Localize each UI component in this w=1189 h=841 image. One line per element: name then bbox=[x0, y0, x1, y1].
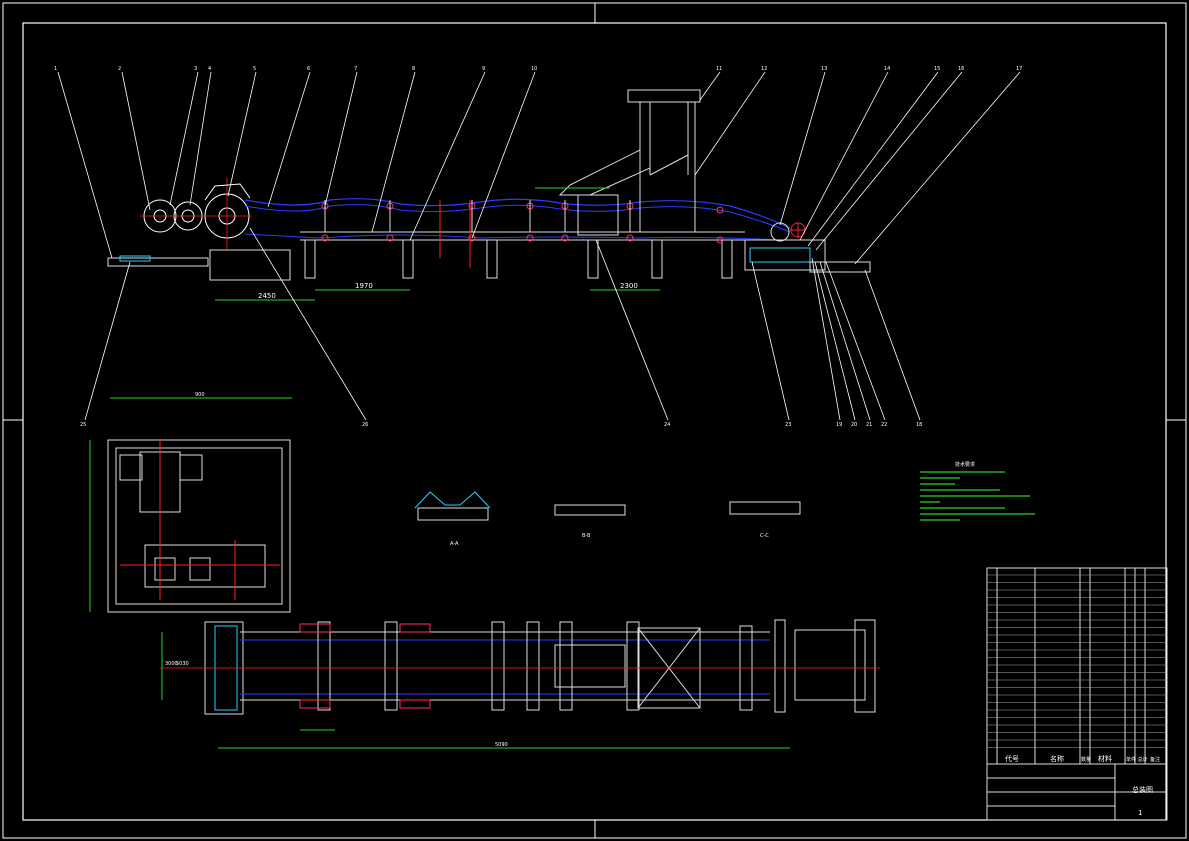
leader-lines-top bbox=[57, 71, 1021, 265]
bom-header-material: 材料 bbox=[1098, 754, 1112, 763]
balloon-7: 7 bbox=[354, 66, 357, 72]
balloon-2: 2 bbox=[118, 66, 121, 72]
plan-dim-small: 5030 bbox=[176, 661, 189, 667]
belt-upper-2 bbox=[244, 204, 791, 233]
support-legs bbox=[304, 239, 733, 279]
bom-header-code: 代号 bbox=[1005, 754, 1019, 763]
balloon-9: 9 bbox=[482, 66, 485, 72]
sheet-number: 1 bbox=[1138, 809, 1142, 817]
conveyor-plan-view: 5090 3000 5030 bbox=[160, 619, 880, 749]
balloon-14: 14 bbox=[884, 66, 890, 72]
balloon-25: 25 bbox=[80, 422, 86, 428]
balloon-15: 15 bbox=[934, 66, 940, 72]
balloon-3: 3 bbox=[194, 66, 197, 72]
balloons-bottom: 25 26 24 23 19 20 21 22 18 bbox=[80, 422, 922, 428]
motor-base-cyan bbox=[119, 255, 151, 262]
technical-notes: 技术要求 bbox=[920, 461, 1035, 521]
loading-hopper bbox=[558, 89, 701, 236]
notes-title: 技术要求 bbox=[955, 461, 975, 468]
balloon-26: 26 bbox=[362, 422, 368, 428]
balloon-5: 5 bbox=[253, 66, 256, 72]
leader-lines-bottom bbox=[84, 227, 921, 421]
plan-dim-length: 5090 bbox=[495, 742, 508, 748]
balloon-22: 22 bbox=[881, 422, 887, 428]
balloon-24: 24 bbox=[664, 422, 670, 428]
drawing-title: 总装图 bbox=[1132, 785, 1153, 794]
tail-extension bbox=[809, 261, 871, 273]
section-views: A-A B-B C-C bbox=[414, 491, 801, 547]
bom-header-qty: 数量 bbox=[1081, 756, 1091, 763]
belt-upper bbox=[244, 198, 791, 229]
side-elevation-view: 2450 1970 2300 bbox=[107, 89, 871, 301]
take-up-tensioner bbox=[749, 247, 811, 263]
belt-return bbox=[244, 233, 781, 241]
dim-1970: 1970 bbox=[355, 282, 373, 290]
title-block bbox=[986, 763, 1168, 821]
drive-dim-width: 900 bbox=[195, 392, 205, 398]
bom-header-weight: 单件 总计 bbox=[1126, 756, 1148, 763]
balloon-11: 11 bbox=[716, 66, 722, 72]
bom-header-name: 名称 bbox=[1050, 754, 1064, 763]
dim-2450: 2450 bbox=[258, 292, 276, 300]
section-b: B-B bbox=[582, 533, 591, 539]
balloons-top: 1 2 3 4 5 6 7 8 9 10 11 12 13 14 15 16 1… bbox=[54, 66, 1022, 72]
balloon-13: 13 bbox=[821, 66, 827, 72]
section-c: C-C bbox=[760, 533, 769, 539]
bom-row-lines bbox=[987, 574, 1167, 748]
balloon-16: 16 bbox=[958, 66, 964, 72]
balloon-20: 20 bbox=[851, 422, 857, 428]
drive-plan-view: 900 bbox=[89, 392, 292, 613]
motor-base bbox=[107, 257, 209, 267]
balloon-1: 1 bbox=[54, 66, 57, 72]
bom-table bbox=[986, 567, 1168, 765]
balloon-6: 6 bbox=[307, 66, 310, 72]
balloon-21: 21 bbox=[866, 422, 872, 428]
section-a: A-A bbox=[450, 541, 459, 547]
reducer-base bbox=[209, 249, 291, 281]
head-guard bbox=[204, 183, 251, 201]
balloon-10: 10 bbox=[531, 66, 537, 72]
bom-header-remark: 备注 bbox=[1150, 756, 1160, 763]
balloon-18: 18 bbox=[916, 422, 922, 428]
tail-frame bbox=[744, 239, 826, 271]
balloon-19: 19 bbox=[836, 422, 842, 428]
balloon-17: 17 bbox=[1016, 66, 1022, 72]
balloon-12: 12 bbox=[761, 66, 767, 72]
balloon-23: 23 bbox=[785, 422, 791, 428]
plan-dim-width: 3000 bbox=[165, 661, 178, 667]
balloon-4: 4 bbox=[208, 66, 211, 72]
balloon-8: 8 bbox=[412, 66, 415, 72]
dim-2300: 2300 bbox=[620, 282, 638, 290]
side-dimensions bbox=[215, 187, 660, 301]
tail-pulley bbox=[770, 222, 790, 242]
idler-stands bbox=[324, 200, 631, 232]
